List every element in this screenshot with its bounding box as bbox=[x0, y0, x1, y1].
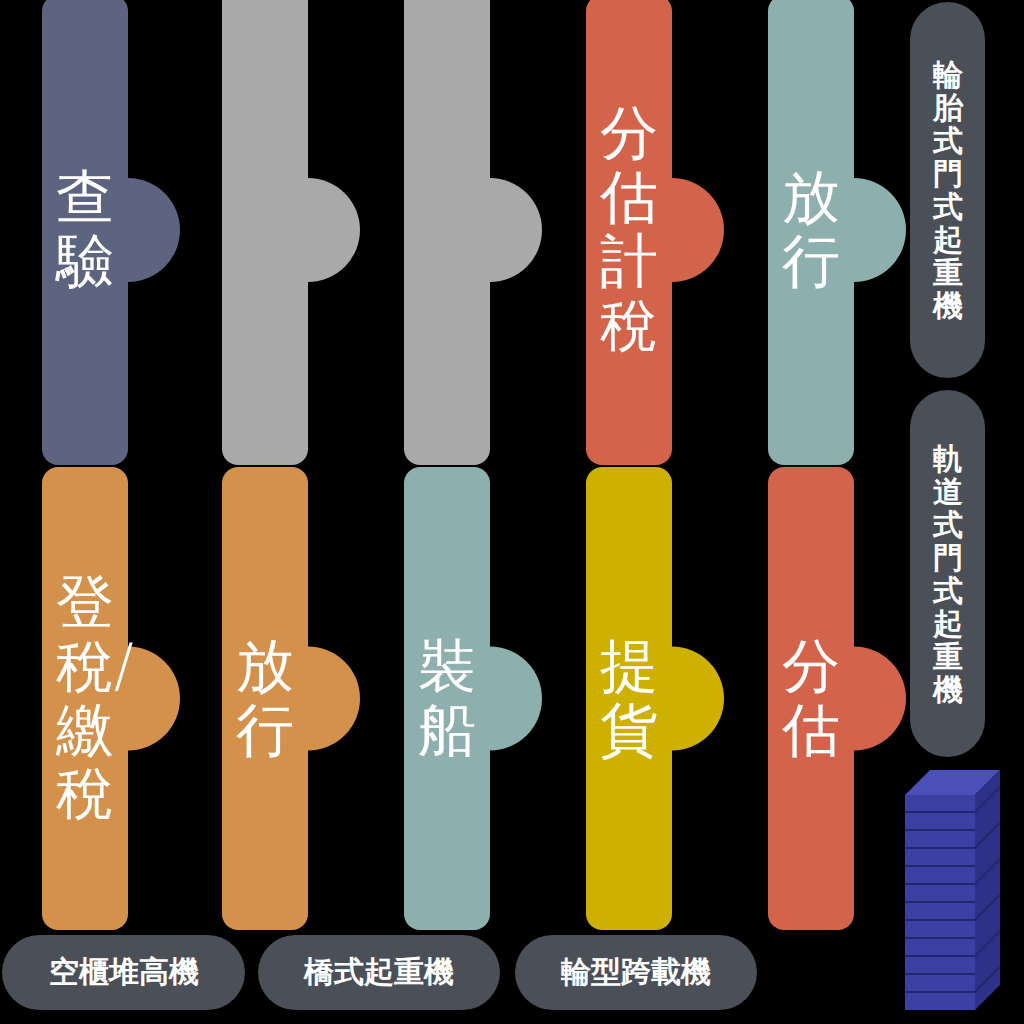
label-badge: 輪型跨載機 bbox=[515, 935, 757, 1010]
process-pill: 分估計稅 bbox=[586, 0, 672, 465]
text-holder: 放行 bbox=[222, 467, 308, 930]
step-label: 登稅/繳稅 bbox=[56, 571, 114, 826]
label-badge: 空櫃堆高機 bbox=[2, 935, 245, 1010]
process-pill: 放行 bbox=[222, 467, 308, 930]
badge-body bbox=[910, 2, 985, 378]
text-holder: 提貨 bbox=[586, 467, 672, 930]
text-holder: 查驗 bbox=[42, 0, 128, 465]
label-badge: 橋式起重機 bbox=[258, 935, 500, 1010]
label-badge: 輪胎式門式起重機 bbox=[910, 2, 985, 378]
text-holder: 軌道式門式起重機 bbox=[910, 390, 985, 757]
text-holder: 橋式起重機 bbox=[258, 935, 500, 1010]
equipment-label: 空櫃堆高機 bbox=[49, 952, 199, 993]
text-holder: 輪胎式門式起重機 bbox=[910, 2, 985, 378]
badge-body bbox=[515, 935, 757, 1010]
text-holder: 分估計稅 bbox=[586, 0, 672, 465]
equipment-label: 軌道式門式起重機 bbox=[933, 442, 963, 706]
text-holder: 裝船 bbox=[404, 467, 490, 930]
step-label: 裝船 bbox=[418, 635, 476, 763]
badge-body bbox=[910, 390, 985, 757]
equipment-label: 輪型跨載機 bbox=[561, 952, 711, 993]
equipment-label: 橋式起重機 bbox=[304, 952, 454, 993]
step-label: 放行 bbox=[782, 166, 840, 294]
step-label: 分估計稅 bbox=[600, 102, 658, 357]
text-holder: 放行 bbox=[768, 0, 854, 465]
step-label: 查驗 bbox=[56, 166, 114, 294]
process-pill: 裝船 bbox=[404, 467, 490, 930]
container-icon bbox=[905, 770, 1000, 1010]
text-holder: 分估 bbox=[768, 467, 854, 930]
step-label: 分估 bbox=[782, 635, 840, 763]
empty-pill bbox=[404, 0, 542, 465]
equipment-label: 輪胎式門式起重機 bbox=[933, 58, 963, 322]
step-label: 放行 bbox=[236, 635, 294, 763]
badge-body bbox=[258, 935, 500, 1010]
label-badge: 軌道式門式起重機 bbox=[910, 390, 985, 757]
empty-pill bbox=[222, 0, 360, 465]
text-holder: 登稅/繳稅 bbox=[42, 467, 128, 930]
process-pill: 放行 bbox=[768, 0, 854, 465]
process-pill: 提貨 bbox=[586, 467, 672, 930]
text-holder: 輪型跨載機 bbox=[515, 935, 757, 1010]
process-pill: 查驗 bbox=[42, 0, 128, 465]
text-holder: 空櫃堆高機 bbox=[2, 935, 245, 1010]
step-label: 提貨 bbox=[600, 635, 658, 763]
badge-body bbox=[2, 935, 245, 1010]
process-pill: 登稅/繳稅 bbox=[42, 467, 128, 930]
process-pill: 分估 bbox=[768, 467, 854, 930]
